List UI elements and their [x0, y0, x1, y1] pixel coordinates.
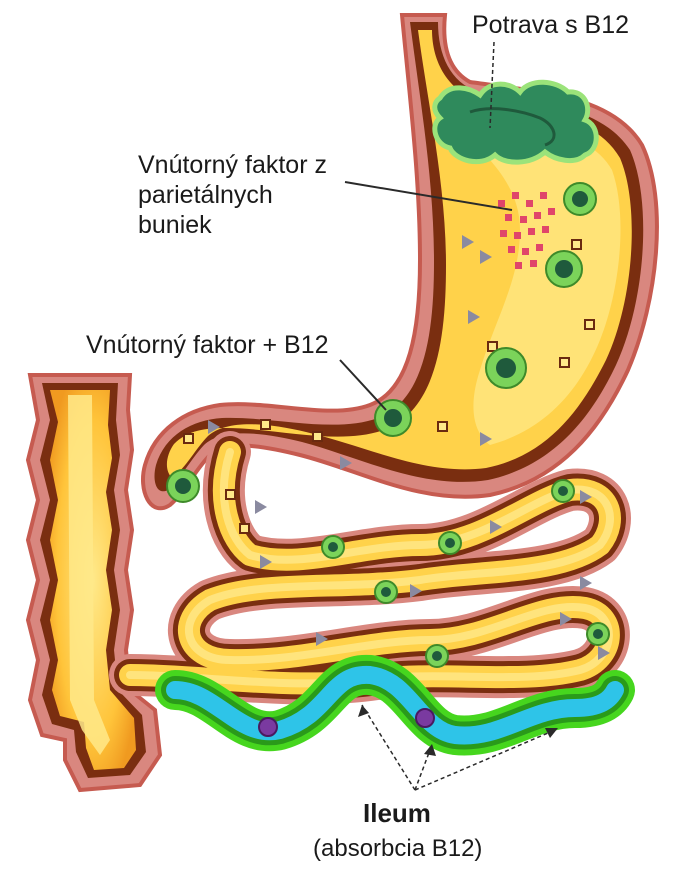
complex-ring	[552, 480, 574, 502]
complex-ring	[426, 645, 448, 667]
complex-ring	[375, 400, 411, 436]
arrowhead	[358, 705, 369, 717]
complex-label: Vnútorný faktor + B12	[86, 330, 329, 360]
complex-ring	[546, 251, 582, 287]
absorption-label: (absorbcia B12)	[313, 834, 482, 864]
complex-ring	[564, 183, 596, 215]
food-with-b12	[435, 82, 597, 162]
ileum-label: Ileum	[363, 798, 431, 828]
small-intestine	[130, 452, 610, 683]
intrinsic-factor-label: Vnútorný faktor z parietálnych buniek	[138, 150, 327, 240]
absorbed-b12-dot	[259, 718, 277, 736]
complex-ring	[486, 348, 526, 388]
complex-ring	[167, 470, 199, 502]
absorbed-b12-dot	[416, 709, 434, 727]
complex-ring	[439, 532, 461, 554]
food-label: Potrava s B12	[472, 10, 629, 40]
complex-ring	[322, 536, 344, 558]
intrinsic-factor-label-line: Vnútorný faktor z	[138, 150, 327, 180]
colon	[28, 375, 160, 790]
intrinsic-factor-label-line: parietálnych	[138, 180, 327, 210]
complex-leader-line	[340, 360, 386, 410]
complex-ring	[587, 623, 609, 645]
complex-ring	[375, 581, 397, 603]
intrinsic-factor-label-line: buniek	[138, 210, 327, 240]
